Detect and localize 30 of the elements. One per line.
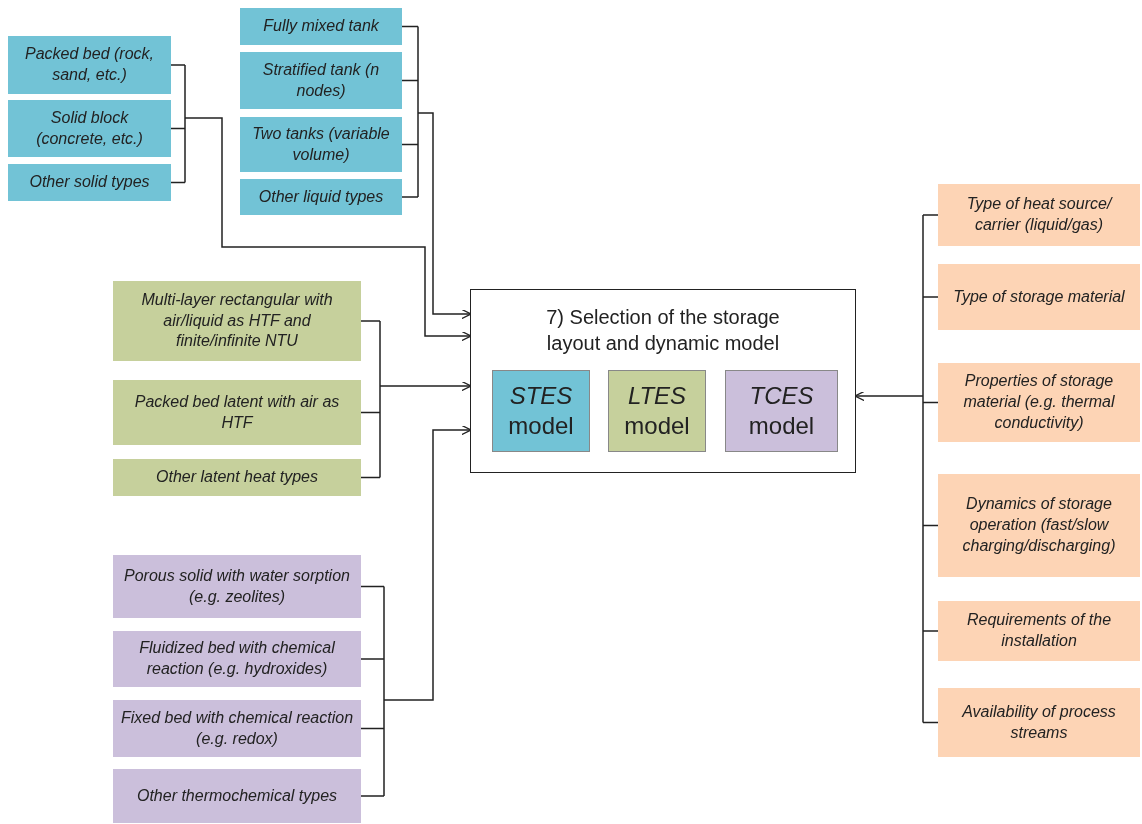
bracket-connector	[360, 320, 472, 479]
selection-box	[470, 289, 856, 473]
box-title: 7) Selection of the storage layout and dynamic model	[545, 305, 781, 356]
factor-box: Properties of storage material (e.g. thermal conductivity)	[938, 363, 1140, 442]
bracket-connector	[854, 214, 939, 724]
factor-box: Type of heat source/ carrier (liquid/gas)	[938, 184, 1140, 246]
bracket-connector	[170, 64, 472, 342]
option-box: Fluidized bed with chemical reaction (e.g. hydroxides)	[113, 631, 361, 687]
option-box: Packed bed (rock, sand, etc.)	[8, 36, 171, 94]
bracket-connector	[401, 25, 472, 320]
option-box: Packed bed latent with air as HTF	[113, 380, 361, 445]
option-box: Multi-layer rectangular with air/liquid as HTF and finite/infinite NTU	[113, 281, 361, 361]
factor-box: Requirements of the installation	[938, 601, 1140, 661]
option-box: Other solid types	[8, 164, 171, 201]
factor-box: Dynamics of storage operation (fast/slow charging/discharging)	[938, 474, 1140, 577]
option-box: Fixed bed with chemical reaction (e.g. redox)	[113, 700, 361, 757]
factor-box: Type of storage material	[938, 264, 1140, 330]
bracket-connector	[360, 424, 472, 797]
factor-box: Availability of process streams	[938, 688, 1140, 757]
option-box: Porous solid with water sorption (e.g. zeolites)	[113, 555, 361, 618]
option-box: Other thermochemical types	[113, 769, 361, 823]
option-box: Stratified tank (n nodes)	[240, 52, 402, 109]
model-box: STES model	[492, 370, 590, 452]
model-box: LTES model	[608, 370, 706, 452]
option-box: Other latent heat types	[113, 459, 361, 496]
option-box: Fully mixed tank	[240, 8, 402, 45]
model-box: TCES model	[725, 370, 838, 452]
option-box: Other liquid types	[240, 179, 402, 215]
option-box: Solid block (concrete, etc.)	[8, 100, 171, 157]
option-box: Two tanks (variable volume)	[240, 117, 402, 172]
